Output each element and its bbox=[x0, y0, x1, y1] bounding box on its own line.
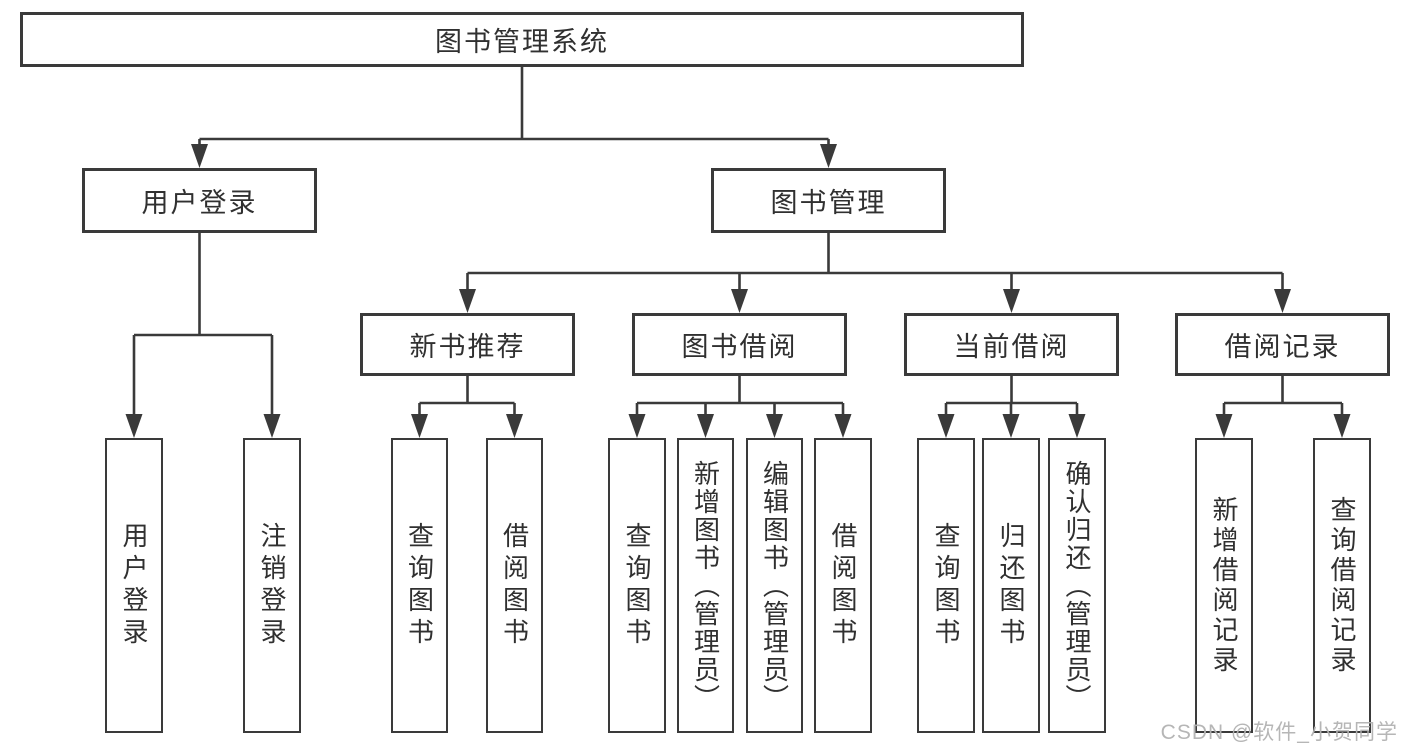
leaf-records-query-record-label: 查询借阅记录 bbox=[1327, 495, 1357, 676]
leaf-current-return-books: 归还图书 bbox=[982, 438, 1040, 733]
leaf-borrowing-query-books-label: 查询图书 bbox=[622, 521, 652, 650]
arrowheads bbox=[125, 144, 1351, 438]
leaf-recommend-borrow-books-label: 借阅图书 bbox=[499, 521, 530, 650]
root-node: 图书管理系统 bbox=[20, 12, 1024, 67]
node-user-login: 用户登录 bbox=[82, 168, 317, 233]
leaf-logout-label: 注销登录 bbox=[257, 521, 287, 650]
leaf-records-add-record-label: 新增借阅记录 bbox=[1209, 495, 1239, 676]
node-borrow-records-label: 借阅记录 bbox=[1224, 332, 1341, 362]
leaf-recommend-query-books: 查询图书 bbox=[391, 438, 448, 733]
leaf-user-login-label: 用户登录 bbox=[119, 521, 149, 650]
leaf-records-add-record: 新增借阅记录 bbox=[1195, 438, 1253, 733]
leaf-current-return-books-label: 归还图书 bbox=[996, 521, 1026, 650]
leaf-borrowing-borrow-books-label: 借阅图书 bbox=[828, 521, 858, 650]
node-current-borrowing-label: 当前借阅 bbox=[953, 332, 1070, 362]
root-node-label: 图书管理系统 bbox=[435, 27, 609, 57]
node-book-management: 图书管理 bbox=[711, 168, 946, 233]
leaf-logout: 注销登录 bbox=[243, 438, 301, 733]
leaf-borrowing-borrow-books: 借阅图书 bbox=[814, 438, 872, 733]
leaf-recommend-borrow-books: 借阅图书 bbox=[486, 438, 543, 733]
node-book-borrowing-label: 图书借阅 bbox=[681, 332, 798, 362]
leaf-current-query-books-label: 查询图书 bbox=[931, 521, 961, 650]
csdn-watermark: CSDN @软件_小贺同学 bbox=[1160, 721, 1398, 744]
leaf-recommend-query-books-label: 查询图书 bbox=[404, 521, 435, 650]
leaf-borrowing-add-books-admin: 新增图书（管理员） bbox=[677, 438, 734, 733]
leaf-user-login: 用户登录 bbox=[105, 438, 163, 733]
leaf-records-query-record: 查询借阅记录 bbox=[1313, 438, 1371, 733]
connector-lines bbox=[132, 67, 1344, 418]
leaf-current-query-books: 查询图书 bbox=[917, 438, 975, 733]
node-new-book-recommend-label: 新书推荐 bbox=[409, 332, 526, 362]
node-borrow-records: 借阅记录 bbox=[1175, 313, 1390, 376]
leaf-current-confirm-return-admin-label: 确认归还（管理员） bbox=[1062, 459, 1092, 712]
node-book-management-label: 图书管理 bbox=[770, 188, 887, 218]
leaf-borrowing-add-books-admin-label: 新增图书（管理员） bbox=[690, 459, 721, 712]
leaf-borrowing-query-books: 查询图书 bbox=[608, 438, 666, 733]
leaf-borrowing-edit-books-admin: 编辑图书（管理员） bbox=[746, 438, 803, 733]
node-new-book-recommend: 新书推荐 bbox=[360, 313, 575, 376]
node-current-borrowing: 当前借阅 bbox=[904, 313, 1119, 376]
leaf-current-confirm-return-admin: 确认归还（管理员） bbox=[1048, 438, 1106, 733]
node-book-borrowing: 图书借阅 bbox=[632, 313, 847, 376]
leaf-borrowing-edit-books-admin-label: 编辑图书（管理员） bbox=[759, 459, 790, 712]
node-user-login-label: 用户登录 bbox=[141, 188, 258, 218]
